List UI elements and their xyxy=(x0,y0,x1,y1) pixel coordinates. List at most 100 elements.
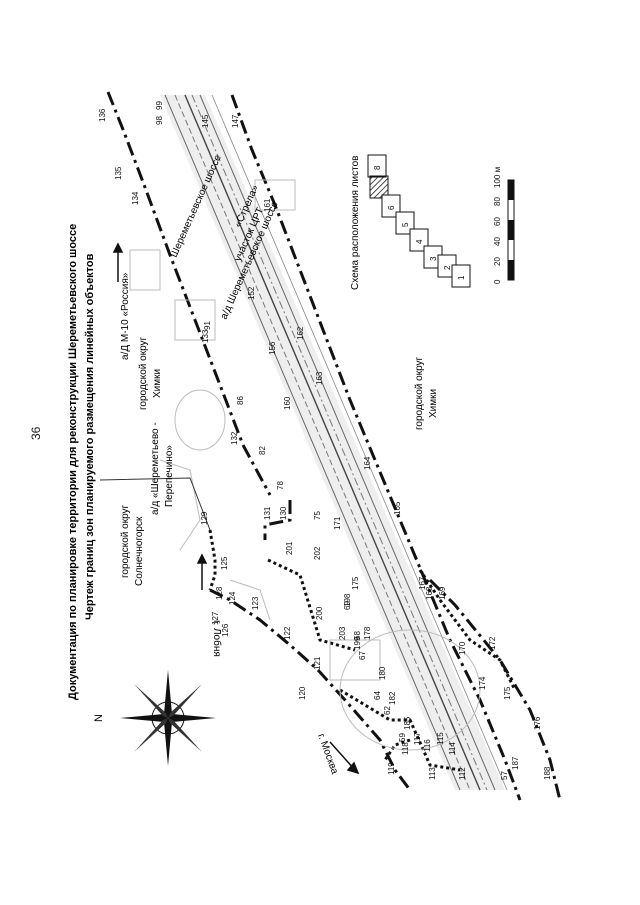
pt-78: 78 xyxy=(276,481,285,490)
pt-187: 187 xyxy=(511,756,520,770)
pt-69: 69 xyxy=(343,601,352,610)
pt-99: 99 xyxy=(155,101,164,110)
label-khimki-bottom-2: Химки xyxy=(428,389,439,418)
pt-161: 161 xyxy=(263,198,272,212)
boundary-left-dashdot xyxy=(209,588,412,791)
pt-170: 170 xyxy=(458,641,467,655)
pt-117: 117 xyxy=(413,732,422,745)
label-m10: а/Д М-10 «Россия» xyxy=(120,272,131,360)
pt-123: 123 xyxy=(251,596,260,610)
pt-168: 168 xyxy=(425,586,434,600)
sheet-1-label: 1 xyxy=(457,275,466,280)
pt-115: 115 xyxy=(436,732,445,745)
label-khimki-top-1: городской округ xyxy=(138,336,149,410)
pt-118: 118 xyxy=(401,742,410,755)
pt-82: 82 xyxy=(258,446,267,455)
scale-bar: 0 20 40 60 80 100 м xyxy=(493,167,515,284)
pt-152: 152 xyxy=(247,286,256,300)
label-solnechnogorsk-2: Солнечногорск xyxy=(134,516,145,586)
pt-128: 128 xyxy=(215,586,224,600)
pt-126: 126 xyxy=(221,623,230,637)
sheet-scheme: Схема расположения листов 8 6 5 4 3 2 1 xyxy=(350,154,471,290)
pt-64: 64 xyxy=(373,691,382,700)
pt-62: 62 xyxy=(383,706,392,715)
scale-tick-60: 60 xyxy=(493,217,502,226)
pt-174: 174 xyxy=(478,676,487,690)
pt-120: 120 xyxy=(298,686,307,700)
pt-136: 136 xyxy=(98,108,107,122)
pt-176: 176 xyxy=(533,716,542,730)
compass-rose: N xyxy=(93,670,216,766)
scale-tick-40: 40 xyxy=(493,237,502,246)
pt-160: 160 xyxy=(283,396,292,410)
pt-202: 202 xyxy=(313,546,322,560)
label-solnechnogorsk-1: городской округ xyxy=(120,504,131,578)
road-corridor xyxy=(160,94,508,791)
boundary-upper xyxy=(106,91,292,540)
pt-134: 134 xyxy=(131,191,140,205)
pt-156: 156 xyxy=(268,341,277,355)
pt-178: 178 xyxy=(363,626,372,640)
pt-122: 122 xyxy=(283,626,292,640)
sheet-7 xyxy=(369,175,389,199)
pt-198: 198 xyxy=(343,593,352,607)
pt-188: 188 xyxy=(543,766,552,780)
sheet-6-label: 6 xyxy=(387,205,396,210)
pt-175b: 175 xyxy=(351,576,360,590)
arrow-moscow xyxy=(329,741,360,775)
compass-n-label: N xyxy=(93,714,105,722)
pt-125: 125 xyxy=(220,556,229,570)
boundary-lower xyxy=(230,94,562,801)
pt-180: 180 xyxy=(378,666,387,680)
pt-164: 164 xyxy=(363,456,372,470)
pt-131: 131 xyxy=(263,506,272,520)
label-sheremetyevo-perepechino-1: а/д «Шереметьево - xyxy=(150,422,161,515)
pt-130: 130 xyxy=(279,506,288,520)
background-features xyxy=(129,179,481,751)
pt-129: 129 xyxy=(200,511,209,525)
pt-171: 171 xyxy=(333,516,342,530)
pt-59: 59 xyxy=(398,733,407,742)
boundary-left-dotted xyxy=(208,529,461,772)
pt-116: 116 xyxy=(423,739,432,752)
pt-124: 124 xyxy=(228,591,237,605)
pt-145: 145 xyxy=(201,114,210,128)
sheet-3-label: 3 xyxy=(429,256,438,261)
pt-172: 172 xyxy=(488,636,497,650)
pt-135: 135 xyxy=(114,166,123,180)
pt-75: 75 xyxy=(313,511,322,520)
pt-167: 167 xyxy=(418,576,427,590)
pt-98: 98 xyxy=(155,116,164,125)
sheet-5-label: 5 xyxy=(401,222,410,227)
arrow-m10 xyxy=(112,242,124,282)
district-boundary xyxy=(99,477,211,531)
pt-127: 127 xyxy=(211,611,220,625)
arrow-lobnya xyxy=(196,553,208,590)
sheet-8-label: 8 xyxy=(373,165,382,170)
pt-175: 175 xyxy=(503,686,512,700)
label-moscow: г. Москва xyxy=(315,732,340,776)
pt-112: 112 xyxy=(458,767,467,780)
pt-121: 121 xyxy=(313,656,322,670)
pt-199: 199 xyxy=(353,636,362,650)
scale-tick-80: 80 xyxy=(493,197,502,206)
pt-163: 163 xyxy=(315,371,324,385)
pt-200: 200 xyxy=(315,606,324,620)
pt-169: 169 xyxy=(438,586,447,600)
pt-182: 182 xyxy=(388,691,397,705)
pt-67: 67 xyxy=(358,651,367,660)
pt-119: 119 xyxy=(387,762,396,775)
sheet-scheme-title: Схема расположения листов xyxy=(350,156,361,290)
pt-147: 147 xyxy=(231,114,240,128)
label-khimki-bottom-1: городской округ xyxy=(414,356,425,430)
label-lobnya: г. Лобня xyxy=(211,620,223,657)
scale-tick-0: 0 xyxy=(493,279,502,284)
pt-91: 91 xyxy=(203,321,212,330)
pt-201: 201 xyxy=(285,541,294,555)
scale-tick-20: 20 xyxy=(493,257,502,266)
point-numbers: 136 135 134 133 132 131 130 129 125 128 … xyxy=(98,101,552,780)
pt-114: 114 xyxy=(448,742,457,755)
pt-162: 162 xyxy=(296,326,305,340)
pt-57: 57 xyxy=(500,771,509,780)
